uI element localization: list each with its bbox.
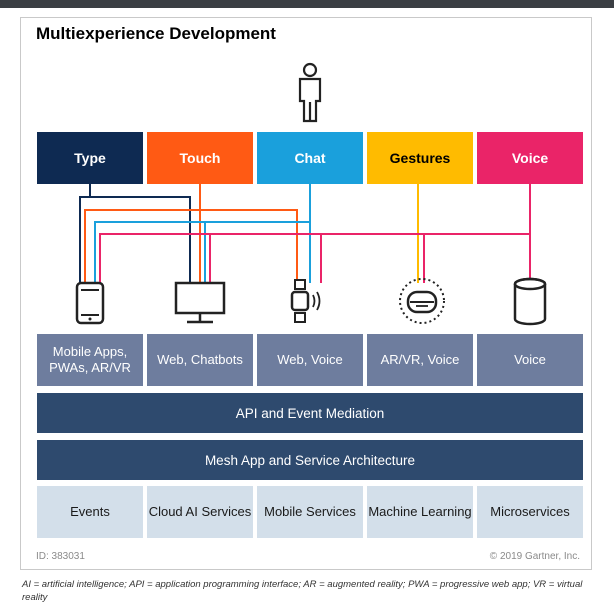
vr-headset-icon [399,278,445,324]
mode-touch-label: Touch [179,150,221,166]
abbreviations-footnote: AI = artificial intelligence; API = appl… [22,579,583,603]
document-id: ID: 383031 [36,551,85,562]
mesh-architecture-bar: Mesh App and Service Architecture [37,440,583,480]
copyright-notice: © 2019 Gartner, Inc. [489,551,580,562]
mode-chat-label: Chat [294,150,326,166]
type-lines [79,184,191,283]
service-microservices: Microservices [477,486,583,538]
mode-chat: Chat [257,132,363,184]
service-mobile: Mobile Services [257,486,363,538]
mode-gestures-label: Gestures [389,150,451,166]
mode-voice: Voice [477,132,583,184]
window-top-bar [0,0,614,8]
smartwatch-icon [290,279,321,323]
mode-voice-label: Voice [511,150,549,166]
person-icon [298,62,322,123]
smart-speaker-icon [513,277,547,326]
monitor-icon [174,281,226,324]
chat-lines [94,184,311,283]
channel-web-chatbots: Web, Chatbots [147,334,253,386]
channel-voice: Voice [477,334,583,386]
service-events: Events [37,486,143,538]
voice-lines [99,184,531,283]
diagram-title: Multiexperience Development [36,24,276,43]
service-machine-learning: Machine Learning [367,486,473,538]
channel-ar-vr-voice: AR/VR, Voice [367,334,473,386]
mode-gestures: Gestures [367,132,473,184]
mode-type: Type [37,132,143,184]
api-event-mediation-bar: API and Event Mediation [37,393,583,433]
mode-touch: Touch [147,132,253,184]
mobile-phone-icon [75,281,105,325]
channel-web-voice: Web, Voice [257,334,363,386]
mode-type-label: Type [74,150,106,166]
channel-mobile: Mobile Apps, PWAs, AR/VR [37,334,143,386]
service-cloud-ai: Cloud AI Services [147,486,253,538]
